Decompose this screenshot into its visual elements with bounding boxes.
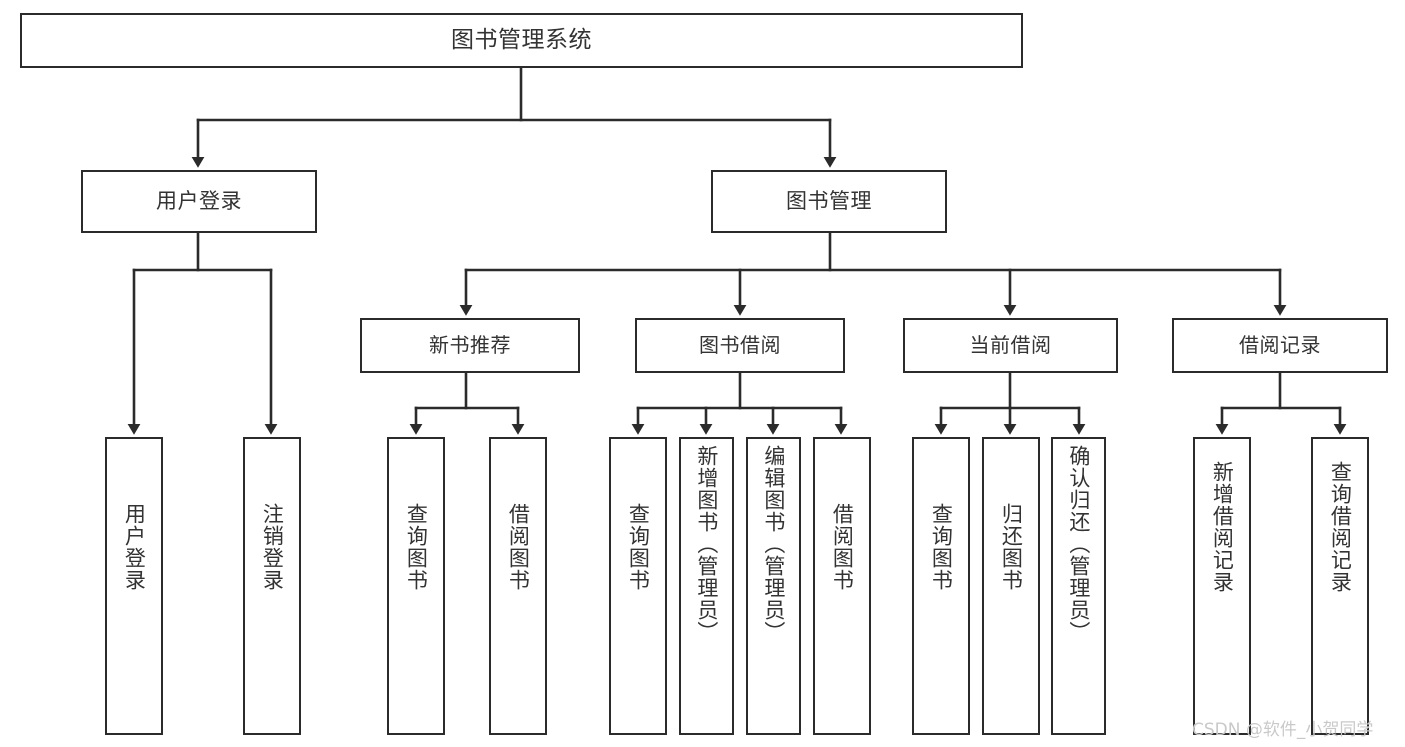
node-new-book-recommend-label: 新书推荐	[429, 333, 511, 358]
node-leaf-borrow-book-1-label: 借阅图书	[506, 503, 531, 591]
node-leaf-query-book-2[interactable]: 查询图书	[609, 437, 667, 735]
node-leaf-edit-book[interactable]: 编辑图书（管理员）	[746, 437, 801, 735]
node-leaf-confirm-return-label: 确认归还（管理员）	[1066, 445, 1091, 643]
node-current-borrow[interactable]: 当前借阅	[903, 318, 1118, 373]
node-leaf-query-book-3-label: 查询图书	[929, 503, 954, 591]
node-book-borrow[interactable]: 图书借阅	[635, 318, 845, 373]
node-root-label: 图书管理系统	[451, 27, 592, 54]
node-leaf-borrow-book-2-label: 借阅图书	[830, 503, 855, 591]
node-root[interactable]: 图书管理系统	[20, 13, 1023, 68]
node-leaf-borrow-book-1[interactable]: 借阅图书	[489, 437, 547, 735]
node-leaf-return-book-label: 归还图书	[999, 503, 1024, 591]
node-book-manage[interactable]: 图书管理	[711, 170, 947, 233]
node-book-borrow-label: 图书借阅	[699, 333, 781, 358]
csdn-watermark: CSDN @软件_小贺同学	[1192, 720, 1374, 740]
node-leaf-return-book[interactable]: 归还图书	[982, 437, 1040, 735]
node-leaf-add-book-label: 新增图书（管理员）	[694, 445, 719, 643]
node-leaf-query-record[interactable]: 查询借阅记录	[1311, 437, 1369, 735]
node-book-manage-label: 图书管理	[786, 188, 872, 213]
node-new-book-recommend[interactable]: 新书推荐	[360, 318, 580, 373]
node-leaf-borrow-book-2[interactable]: 借阅图书	[813, 437, 871, 735]
node-current-borrow-label: 当前借阅	[969, 333, 1052, 358]
node-leaf-user-login-label: 用户登录	[122, 503, 147, 591]
node-leaf-query-record-label: 查询借阅记录	[1328, 461, 1353, 593]
node-borrow-record[interactable]: 借阅记录	[1172, 318, 1388, 373]
node-leaf-query-book-1-label: 查询图书	[404, 503, 429, 591]
node-leaf-add-record[interactable]: 新增借阅记录	[1193, 437, 1251, 735]
node-leaf-query-book-2-label: 查询图书	[626, 503, 651, 591]
node-leaf-add-record-label: 新增借阅记录	[1210, 461, 1235, 593]
node-borrow-record-label: 借阅记录	[1239, 333, 1321, 358]
node-leaf-logout-login[interactable]: 注销登录	[243, 437, 301, 735]
node-user-login-label: 用户登录	[156, 188, 242, 213]
node-leaf-query-book-1[interactable]: 查询图书	[387, 437, 445, 735]
node-leaf-add-book[interactable]: 新增图书（管理员）	[679, 437, 734, 735]
node-leaf-user-login[interactable]: 用户登录	[105, 437, 163, 735]
node-leaf-query-book-3[interactable]: 查询图书	[912, 437, 970, 735]
node-user-login[interactable]: 用户登录	[81, 170, 317, 233]
node-leaf-confirm-return[interactable]: 确认归还（管理员）	[1051, 437, 1106, 735]
node-leaf-edit-book-label: 编辑图书（管理员）	[761, 445, 786, 643]
node-leaf-logout-login-label: 注销登录	[260, 503, 285, 591]
